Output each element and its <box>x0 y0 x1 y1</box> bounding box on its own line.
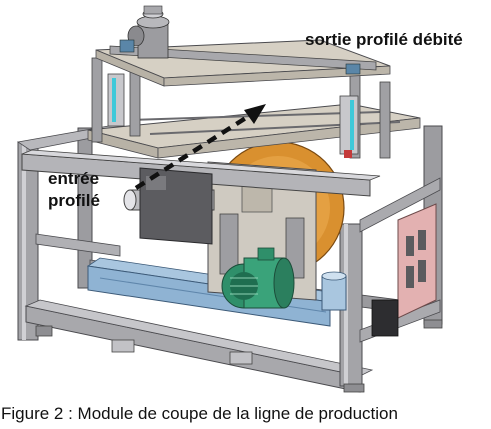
input-label: entrée profilé <box>48 168 100 212</box>
output-label: sortie profilé débité <box>305 30 463 49</box>
control-panel <box>371 203 437 337</box>
input-label-line-2: profilé <box>48 191 100 210</box>
cylinder-device <box>321 271 347 311</box>
green-motor <box>221 247 295 309</box>
upper-frame <box>91 39 391 159</box>
input-label-line-1: entrée <box>48 169 100 188</box>
flow-arrow <box>134 104 266 190</box>
top-gearbox <box>119 5 361 75</box>
figure-caption: Figure 2 : Module de coupe de la ligne d… <box>1 404 398 423</box>
